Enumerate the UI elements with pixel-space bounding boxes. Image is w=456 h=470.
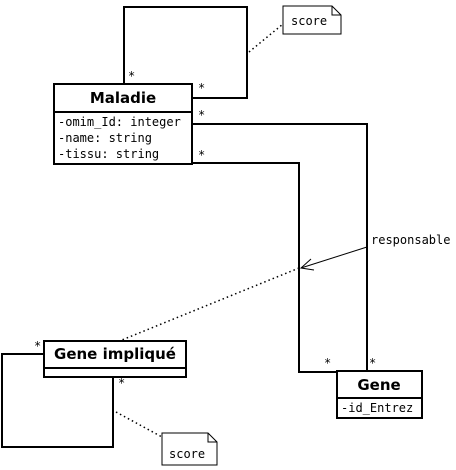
class-gene[interactable]: Gene -id_Entrez bbox=[336, 370, 423, 419]
maladie-self-mult-right: * bbox=[198, 81, 205, 95]
gene-implique-self-mult-left: * bbox=[34, 339, 41, 353]
gene-attr-id-entrez: -id_Entrez bbox=[341, 401, 413, 415]
responsable-mult-maladie: * bbox=[198, 108, 205, 122]
top-score-note-text: score bbox=[291, 14, 327, 28]
maladie-attr-name: -name: string bbox=[58, 131, 152, 145]
bottom-note-anchor bbox=[115, 411, 163, 438]
maladie-attr-omim: -omim_Id: integer bbox=[58, 115, 181, 129]
gene-implique-self-mult-bottom: * bbox=[118, 376, 125, 390]
top-score-note: score bbox=[282, 5, 342, 35]
class-maladie[interactable]: Maladie -omim_Id: integer -name: string … bbox=[53, 83, 193, 165]
class-gene-implique-name: Gene impliqué bbox=[54, 345, 176, 363]
bottom-score-note-text: score bbox=[169, 447, 205, 461]
maladie-self-association-line bbox=[123, 6, 248, 99]
class-maladie-name: Maladie bbox=[90, 89, 156, 107]
responsable-mult-gene: * bbox=[369, 356, 376, 370]
label-bg bbox=[368, 232, 456, 248]
second-mult-maladie: * bbox=[198, 148, 205, 162]
maladie-self-mult-left: * bbox=[128, 69, 135, 83]
class-gene-name: Gene bbox=[357, 376, 400, 394]
gene-implique-self-association-line bbox=[1, 353, 114, 448]
association-arrow-line bbox=[300, 246, 368, 269]
maladie-gene-second-line bbox=[192, 162, 337, 373]
second-mult-gene: * bbox=[324, 356, 331, 370]
bottom-score-note: score bbox=[161, 432, 218, 466]
responsable-label: responsable bbox=[371, 233, 450, 247]
association-class-link bbox=[116, 267, 300, 343]
top-note-anchor bbox=[248, 23, 284, 53]
maladie-attr-tissu: -tissu: string bbox=[58, 147, 159, 161]
maladie-gene-responsable-line bbox=[192, 123, 368, 372]
association-arrow-head bbox=[299, 258, 315, 271]
class-gene-implique[interactable]: Gene impliqué bbox=[43, 340, 187, 378]
